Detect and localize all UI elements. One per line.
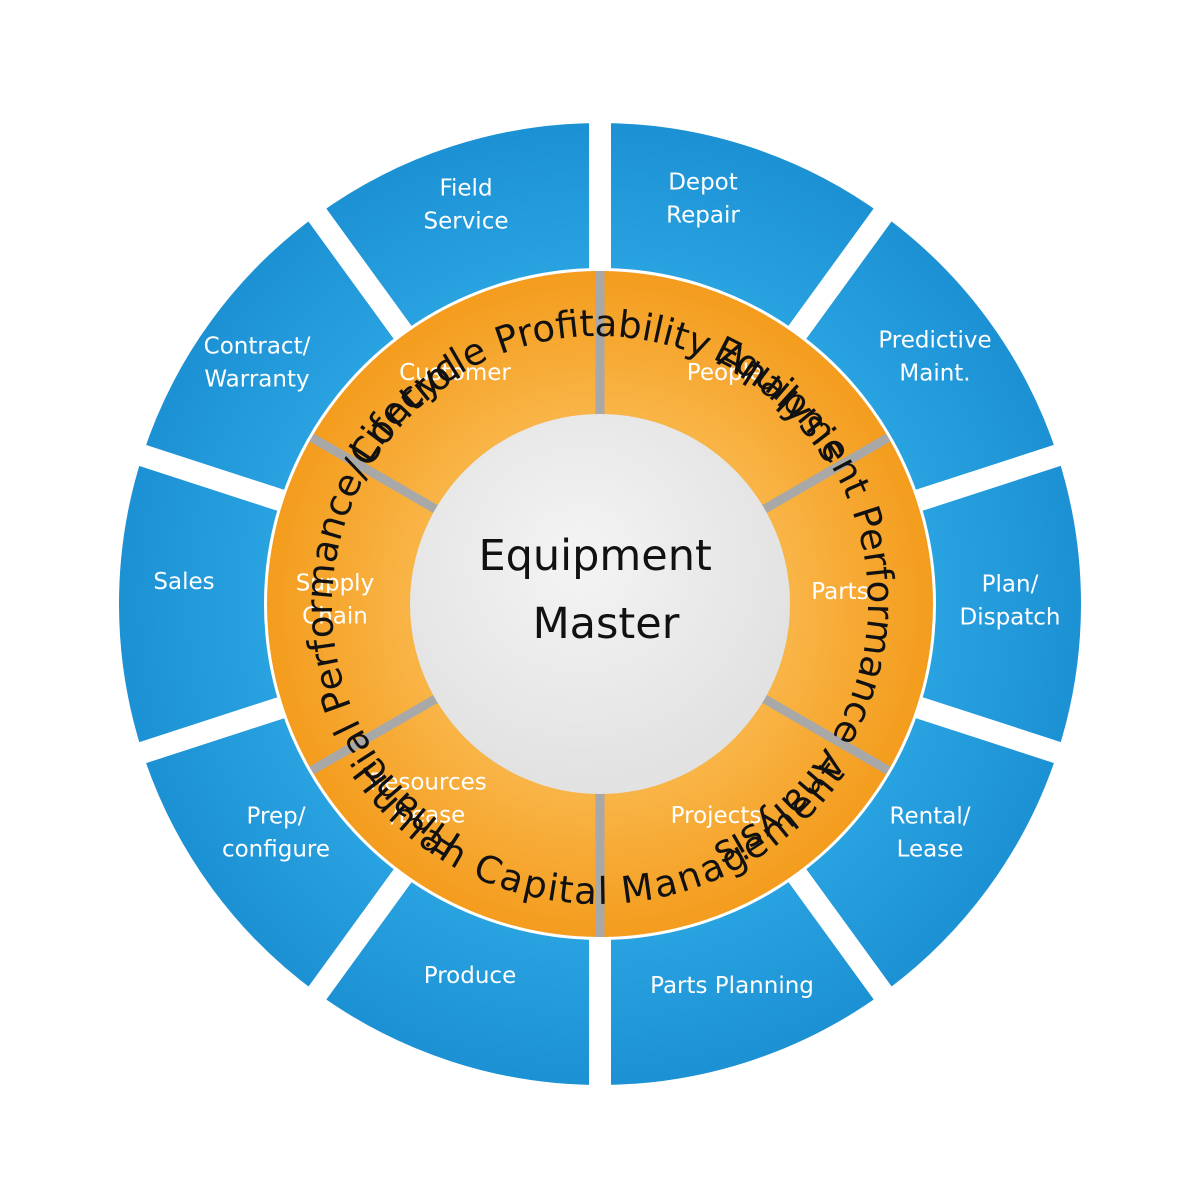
inner-segment-label-3: Parts <box>811 579 868 605</box>
center-circle <box>410 414 790 794</box>
inner-segment-label-4-line-1: Projects <box>671 803 762 829</box>
inner-ring <box>266 271 933 937</box>
outer-segment-label-4-line-2: Lease <box>897 837 964 863</box>
inner-segment-3 <box>600 696 889 937</box>
inner-segment-label-5-line-2: /Lease <box>391 803 466 829</box>
inner-segment-5 <box>266 437 440 771</box>
inner-segment-label-5-line-1: Resources <box>369 770 486 796</box>
outer-segment-label-10-line-2: Service <box>423 209 508 235</box>
outer-segment-label-6-line-1: Produce <box>424 963 516 989</box>
center-label: Equipment Master <box>478 531 725 649</box>
center-line-1: Equipment <box>478 531 711 581</box>
inner-segment-label-6-line-2: Chain <box>302 604 368 630</box>
inner-divider-5 <box>309 692 443 775</box>
outer-segment-label-3-line-2: Dispatch <box>959 605 1060 631</box>
outer-segment-label-8: Sales <box>153 569 214 595</box>
outer-segment-label-1-line-2: Repair <box>666 203 740 229</box>
inner-segment-label-1-line-1: Customer <box>399 360 511 386</box>
outer-segment-label-2-line-1: Predictive <box>878 328 991 354</box>
inner-segment-label-2-line-1: People <box>687 360 763 386</box>
inner-segment-label-1: Customer <box>399 360 511 386</box>
inner-segment-label-5: Resources/Lease <box>369 770 486 829</box>
outer-segment-label-7-line-2: configure <box>222 837 330 863</box>
outer-segment-label-5: Parts Planning <box>650 973 814 999</box>
inner-segment-4 <box>311 696 600 937</box>
inner-segment-label-3-line-1: Parts <box>811 579 868 605</box>
inner-segment-6 <box>311 271 600 512</box>
inner-segment-label-6-line-1: Supply <box>296 571 374 597</box>
center-line-2: Master <box>533 599 680 649</box>
outer-segment-label-9: Contract/Warranty <box>204 334 311 393</box>
inner-divider-2 <box>757 433 891 516</box>
outer-segment-label-4: Rental/Lease <box>890 804 971 863</box>
inner-segment-label-2: People <box>687 360 763 386</box>
outer-segment-label-2-line-2: Maint. <box>899 361 970 387</box>
outer-segment-label-4-line-1: Rental/ <box>890 804 971 830</box>
inner-ring-dividers <box>309 271 891 937</box>
outer-segment-label-7-line-1: Prep/ <box>247 804 306 830</box>
outer-segment-label-8-line-1: Sales <box>153 569 214 595</box>
inner-divider-3 <box>757 692 891 775</box>
outer-segment-label-10-line-1: Field <box>439 176 492 202</box>
outer-segment-label-9-line-2: Warranty <box>204 367 309 393</box>
outer-segment-label-5-line-1: Parts Planning <box>650 973 814 999</box>
inner-segment-label-4: Projects <box>671 803 762 829</box>
inner-divider-6 <box>309 433 443 516</box>
outer-segment-label-3: Plan/Dispatch <box>959 572 1060 631</box>
inner-segment-2 <box>760 437 933 771</box>
outer-segment-label-9-line-1: Contract/ <box>204 334 311 360</box>
outer-segment-label-1-line-1: Depot <box>668 170 738 196</box>
outer-segment-label-3-line-1: Plan/ <box>982 572 1039 598</box>
inner-segment-1 <box>600 271 889 512</box>
outer-segment-label-7: Prep/configure <box>222 804 330 863</box>
outer-segment-label-6: Produce <box>424 963 516 989</box>
